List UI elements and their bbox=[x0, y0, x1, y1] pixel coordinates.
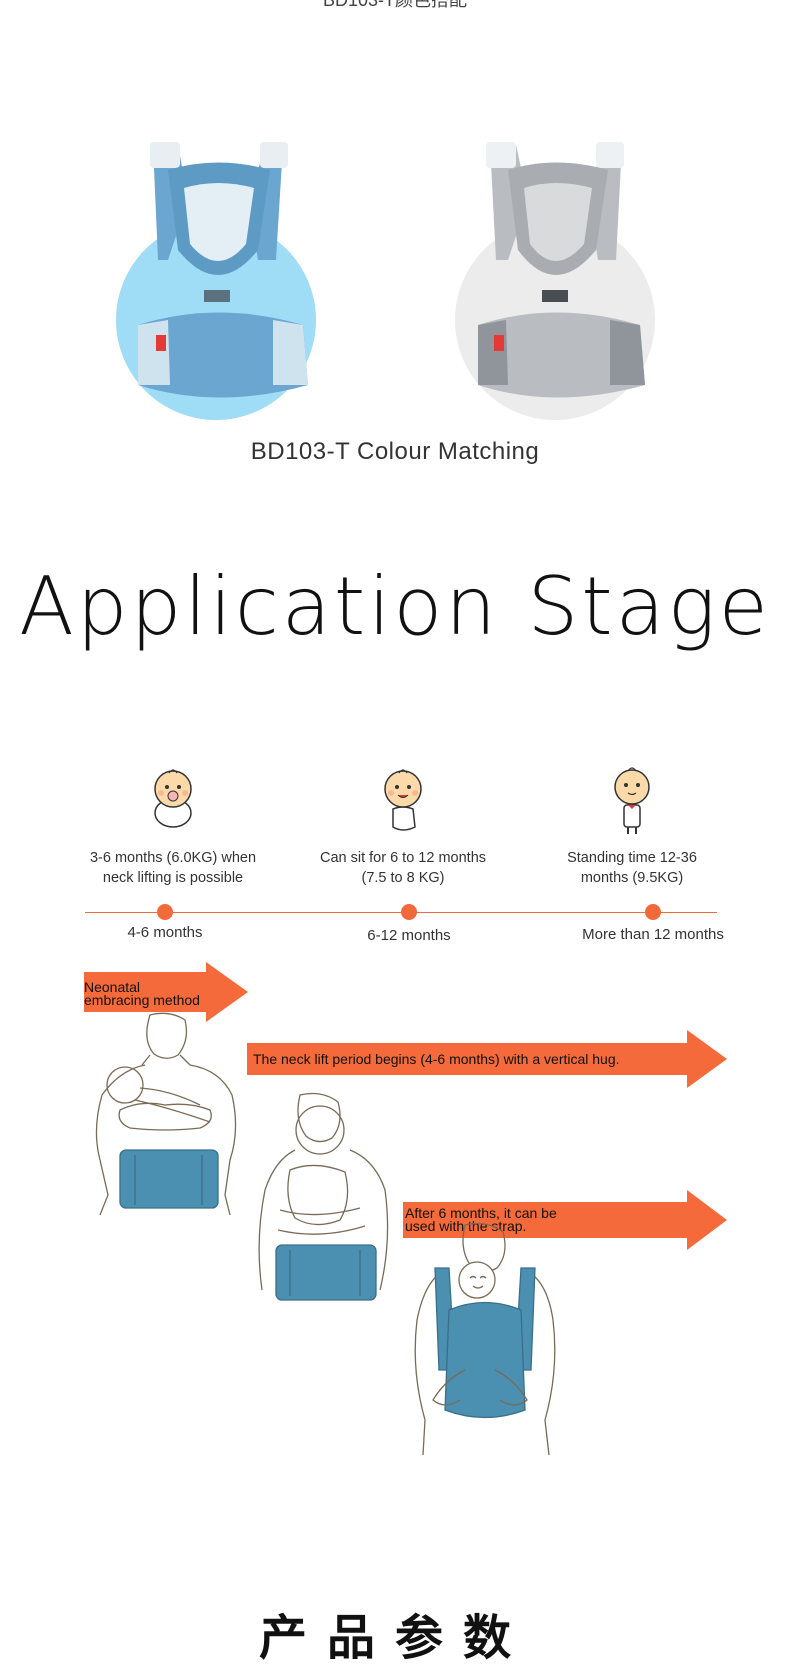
stage-label-3: More than 12 months bbox=[582, 926, 724, 943]
stage-description-3-line1: Standing time 12-36 bbox=[567, 850, 697, 866]
colour-matching-caption: BD103-T Colour Matching bbox=[250, 438, 540, 465]
arrow-neonatal-text-line1: Neonatal bbox=[84, 979, 141, 995]
illustration-vertical-hug bbox=[240, 1090, 410, 1315]
arrow-neonatal-text-line2: embracing method bbox=[84, 992, 200, 1008]
stage-column-3: Standing time 12-36 months (9.5KG) bbox=[517, 765, 747, 888]
product-image-blue bbox=[98, 140, 348, 440]
arrow-strap-text-line1: After 6 months, it can be bbox=[405, 1205, 557, 1221]
arrow-strap-text-line2: used with the strap. bbox=[405, 1218, 527, 1234]
timeline-dot-2 bbox=[401, 904, 417, 920]
stage-description-1: 3-6 months (6.0KG) when neck lifting is … bbox=[58, 848, 288, 888]
stage-description-2-line2: (7.5 to 8 KG) bbox=[361, 870, 445, 886]
stage-label-2: 6-12 months bbox=[367, 927, 451, 944]
grey-carrier-illustration bbox=[455, 142, 655, 420]
stage-description-2: Can sit for 6 to 12 months (7.5 to 8 KG) bbox=[288, 848, 518, 888]
stage-description-3-line2: months (9.5KG) bbox=[580, 870, 684, 886]
stage-label-1: 4-6 months bbox=[127, 924, 203, 941]
stage-column-2: Can sit for 6 to 12 months (7.5 to 8 KG) bbox=[288, 765, 518, 888]
stage-description-1-line1: 3-6 months (6.0KG) when bbox=[89, 850, 257, 866]
stage-column-1: 3-6 months (6.0KG) when neck lifting is … bbox=[58, 765, 288, 888]
timeline-dot-1 bbox=[157, 904, 173, 920]
application-stage-title: Application Stage bbox=[19, 560, 771, 653]
timeline-dot-3 bbox=[645, 904, 661, 920]
illustration-neonatal-embrace bbox=[80, 1010, 250, 1235]
bottom-caption-partial: 产品参数 bbox=[258, 1612, 531, 1665]
crawling-baby-icon bbox=[58, 765, 288, 840]
illustration-strap-carry bbox=[405, 1220, 565, 1465]
stage-description-2-line1: Can sit for 6 to 12 months bbox=[319, 850, 487, 866]
sitting-baby-icon bbox=[288, 765, 518, 840]
top-caption-partial: BD103-T颜色搭配 bbox=[322, 0, 468, 10]
stage-description-3: Standing time 12-36 months (9.5KG) bbox=[517, 848, 747, 888]
product-image-grey bbox=[440, 140, 690, 440]
arrow-neck-lift-text: The neck lift period begins (4-6 months)… bbox=[253, 1051, 620, 1067]
standing-baby-icon bbox=[517, 765, 747, 840]
blue-carrier-illustration bbox=[116, 142, 316, 420]
stage-description-1-line2: neck lifting is possible bbox=[102, 870, 244, 886]
